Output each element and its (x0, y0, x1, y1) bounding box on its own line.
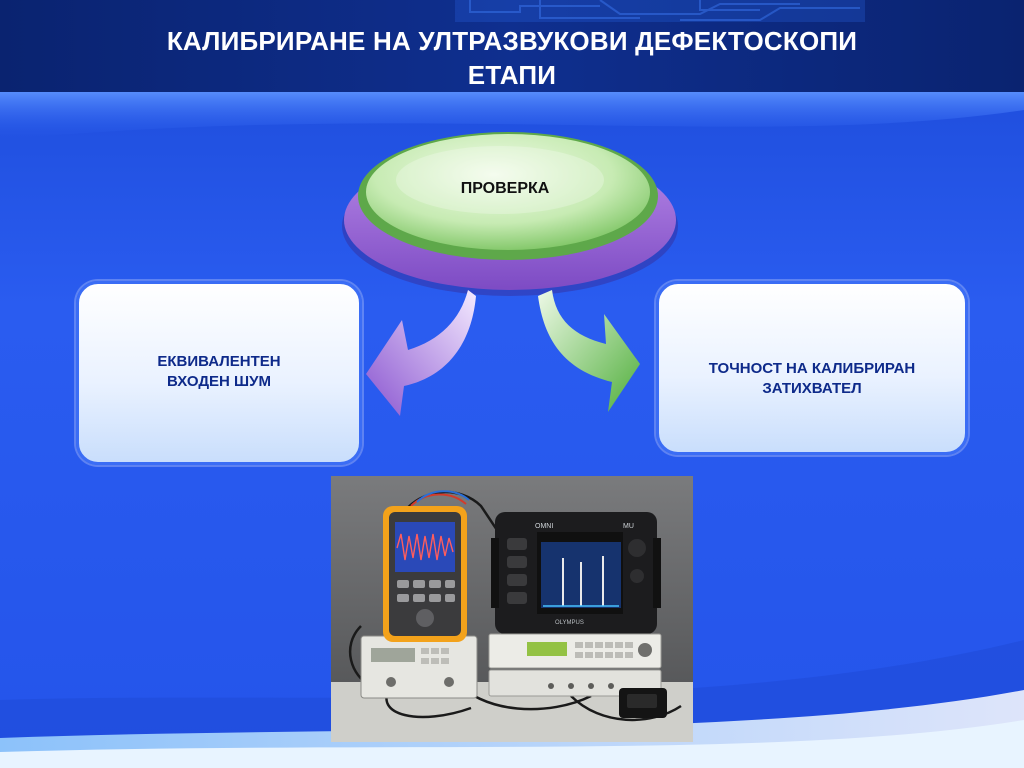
right-node-text: ТОЧНОСТ НА КАЛИБРИРАН ЗАТИХВАТЕЛ (659, 359, 965, 399)
photo-brand2-text: MU (623, 523, 634, 530)
left-node-line-2: ВХОДЕН ШУМ (167, 373, 271, 390)
equipment-photo: OMNI MU OLYMPUS (331, 476, 693, 742)
left-node-text: ЕКВИВАЛЕНТЕН ВХОДЕН ШУМ (79, 352, 359, 392)
left-arrow-icon (366, 290, 476, 416)
right-node-line-1: ТОЧНОСТ НА КАЛИБРИРАН (708, 360, 916, 377)
left-node-box: ЕКВИВАЛЕНТЕН ВХОДЕН ШУМ (76, 281, 362, 465)
center-node-label: ПРОВЕРКА (460, 180, 550, 197)
slide-title: КАЛИБРИРАНЕ НА УЛТРАЗВУКОВИ ДЕФЕКТОСКОПИ… (0, 24, 1024, 92)
title-line-2: ЕТАПИ (467, 60, 557, 90)
photo-maker-text: OLYMPUS (555, 620, 584, 626)
title-line-1: КАЛИБРИРАНЕ НА УЛТРАЗВУКОВИ ДЕФЕКТОСКОПИ (166, 26, 858, 56)
right-arrow-icon (538, 290, 640, 412)
center-node-shape (342, 132, 678, 296)
right-node-box: ТОЧНОСТ НА КАЛИБРИРАН ЗАТИХВАТЕЛ (656, 281, 968, 455)
photo-brand-text: OMNI (535, 523, 553, 530)
equipment-illustration: OMNI MU OLYMPUS (331, 476, 693, 742)
left-node-line-1: ЕКВИВАЛЕНТЕН (157, 353, 281, 370)
right-node-line-2: ЗАТИХВАТЕЛ (762, 380, 862, 397)
branch-arrows (366, 290, 640, 416)
